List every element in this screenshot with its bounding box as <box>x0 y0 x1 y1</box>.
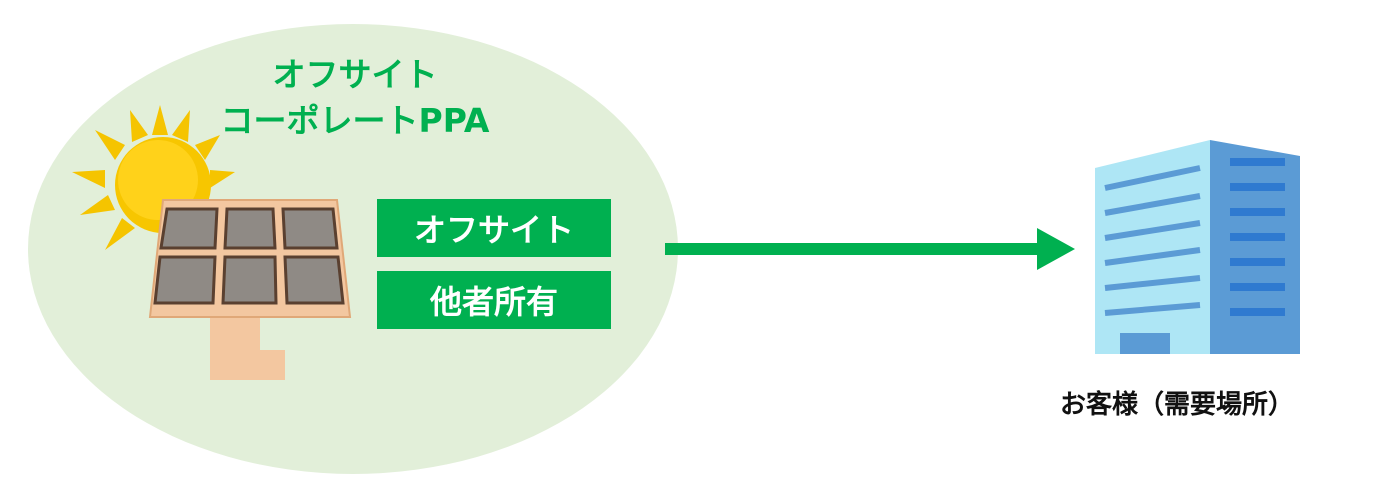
title-line1: オフサイト <box>272 55 438 94</box>
customer-label: お客様（需要場所） <box>1060 390 1295 420</box>
title-line2: コーポレートPPA <box>220 101 490 140</box>
building-icon <box>1095 140 1300 354</box>
third-party-owned-box: 他者所有 <box>377 271 611 329</box>
arrow-icon <box>665 228 1075 270</box>
diagram-title: オフサイトコーポレートPPA <box>170 52 540 144</box>
solar-panel-icon <box>148 199 352 380</box>
offsite-box: オフサイト <box>377 199 611 257</box>
